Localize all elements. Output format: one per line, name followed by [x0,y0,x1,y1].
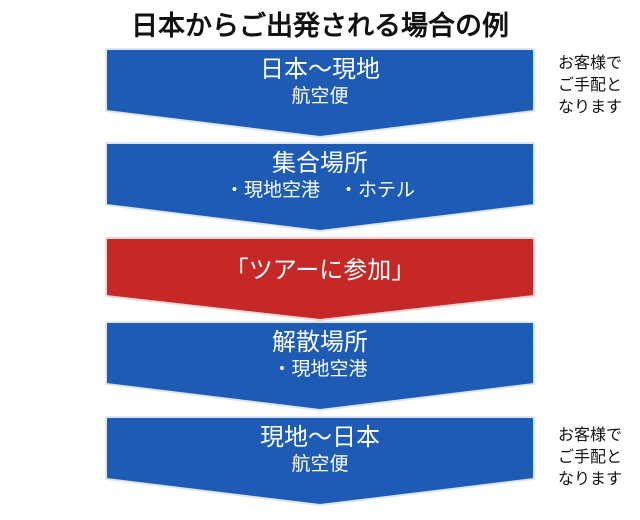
flow-step-meeting-place: 集合場所 ・現地空港 ・ホテル [104,141,536,233]
step-heading: 「ツアーに参加」 [224,256,416,284]
chevron-arrow-shape [105,416,535,507]
note-line: なります [557,469,622,488]
note-line: ご手配と [557,447,622,466]
step-heading: 現地〜日本 [260,423,380,451]
step-heading: 日本〜現地 [260,55,380,83]
chevron-arrow-shape [105,321,535,412]
diagram-title: 日本からご出発される場合の例 [131,11,509,42]
flow-step-dispersal-place: 解散場所 ・現地空港 [104,320,536,412]
chevron-arrow-shape [105,142,535,233]
step-detail: 航空便 [291,85,349,107]
flow-step-outbound-flight: 日本〜現地 航空便 [104,47,536,139]
customer-arranged-note: お客様で ご手配と なります [540,424,640,490]
note-line: お客様で [557,53,622,72]
step-detail: ・現地空港 ・ホテル [224,179,415,201]
note-line: なります [557,97,622,116]
flow-step-return-flight: 現地〜日本 航空便 [104,415,536,507]
note-line: お客様で [557,425,622,444]
chevron-arrow-shape [105,237,535,322]
step-detail: 航空便 [291,453,349,475]
step-heading: 集合場所 [272,149,368,177]
step-detail: ・現地空港 [272,358,368,380]
note-line: ご手配と [557,75,622,94]
flow-step-join-tour: 「ツアーに参加」 [104,236,536,328]
chevron-arrow-shape [105,48,535,139]
step-heading: 解散場所 [272,328,368,356]
customer-arranged-note: お客様で ご手配と なります [540,52,640,118]
